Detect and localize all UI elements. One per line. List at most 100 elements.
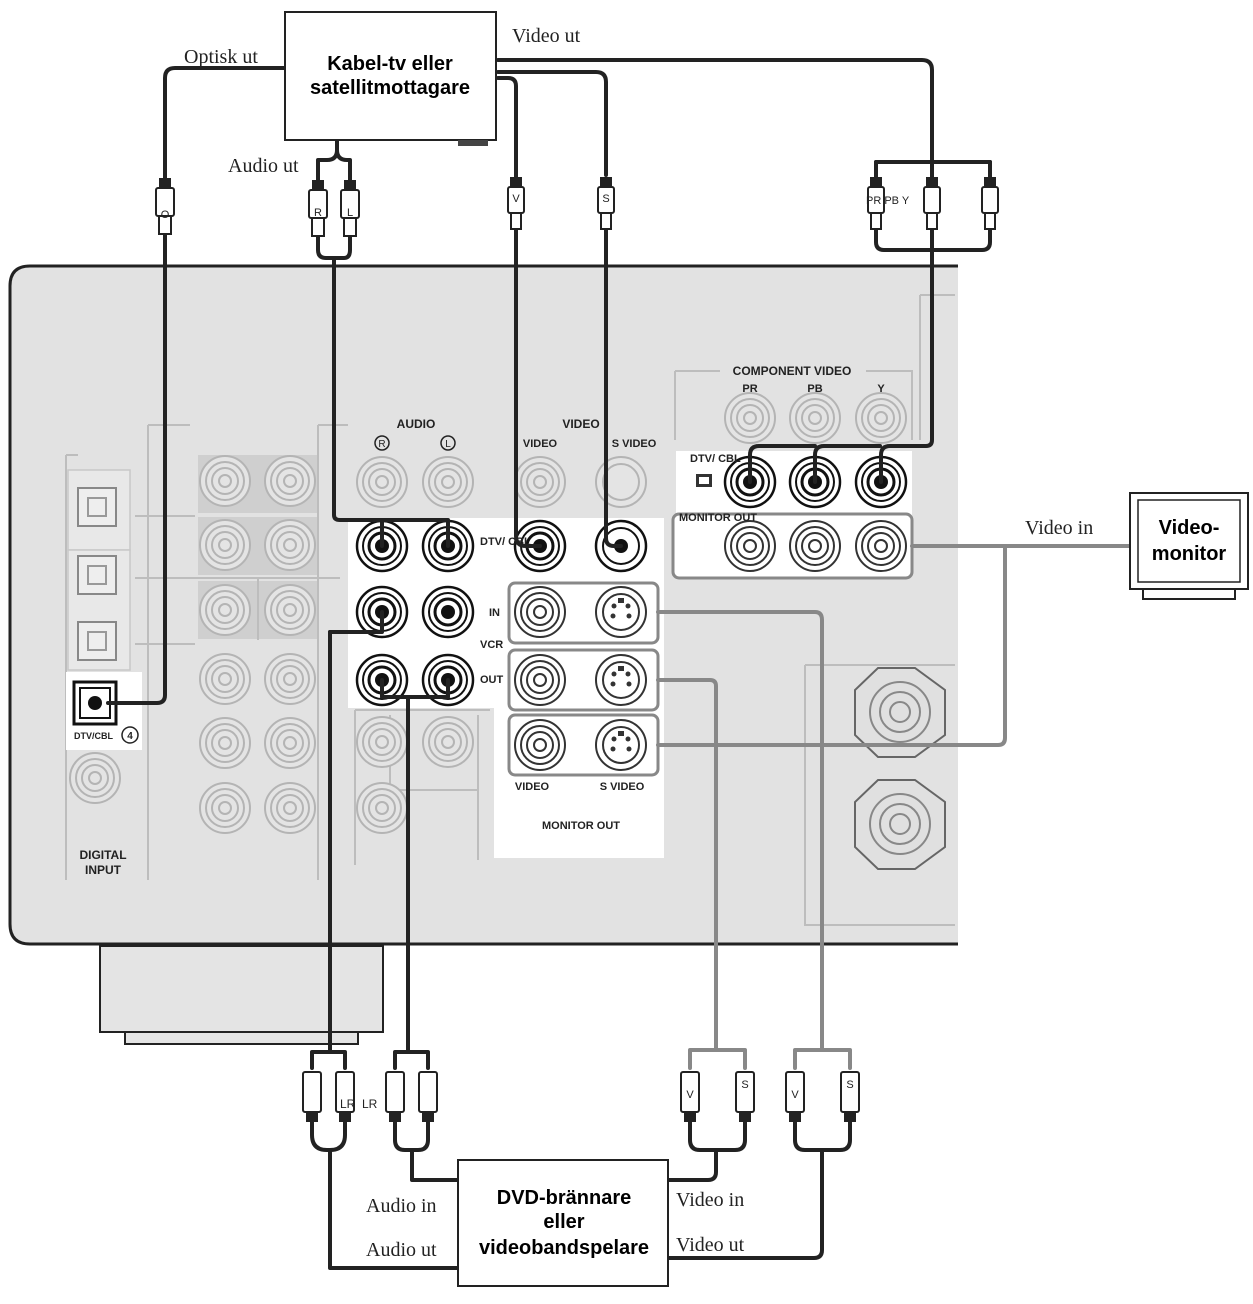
panel-video: VIDEO <box>562 417 599 431</box>
svideo-jack <box>595 456 647 508</box>
panel-audio-r: R <box>378 439 385 450</box>
audio-jack <box>356 716 408 768</box>
audio-jack <box>356 456 408 508</box>
optical-port <box>77 487 117 527</box>
panel-out: OUT <box>480 674 504 686</box>
monitor-name-line1: Video- <box>1159 517 1220 539</box>
plug-letters: O R L V S PR PB Y LR LR V S V S <box>161 193 910 1111</box>
plug-bottom-svideo-2 <box>840 1071 860 1122</box>
optical-port-dtv-cbl <box>72 680 118 726</box>
svideo-jack-vcr-in <box>595 586 647 638</box>
svideo-jack-vcr-out <box>595 654 647 706</box>
component-monitor-pr <box>724 520 776 572</box>
panel-monitor-out: MONITOR OUT <box>542 820 620 832</box>
audio-jack-vcr-in-l <box>421 585 475 639</box>
recorder-name-line1: DVD-brännare <box>497 1187 631 1209</box>
coaxial-jack <box>69 752 121 804</box>
plug-letter-o: O <box>161 209 170 221</box>
audio-jack <box>422 456 474 508</box>
panel-digital-input-2: INPUT <box>85 863 122 877</box>
speaker-terminal <box>854 779 946 870</box>
panel-component-video: COMPONENT VIDEO <box>733 364 852 378</box>
optical-port <box>77 555 117 595</box>
plug-bottom-audio-4 <box>418 1071 438 1122</box>
panel-audio-l: L <box>445 439 451 450</box>
video-jack-vcr-in <box>514 586 566 638</box>
plug-letter-v-bottom-1: V <box>686 1089 694 1101</box>
receiver-rear-panel <box>8 264 958 1045</box>
plug-bottom-video-2 <box>785 1071 805 1122</box>
plug-bottom-audio-2 <box>335 1071 355 1122</box>
panel-audio: AUDIO <box>397 417 436 431</box>
recorder-name-line2: eller <box>543 1211 584 1233</box>
plug-letter-s-bottom-1: S <box>741 1079 748 1091</box>
panel-vcr: VCR <box>480 639 503 651</box>
plug-letter-component: PR PB Y <box>866 195 910 207</box>
panel-y: Y <box>877 383 885 395</box>
plug-audio-r <box>308 180 328 237</box>
speaker-terminal <box>854 667 946 758</box>
panel-comp-dtv-cbl: DTV/ CBL <box>690 453 741 465</box>
monitor-name-line2: monitor <box>1152 543 1227 565</box>
plug-letter-v-bottom-2: V <box>791 1089 799 1101</box>
panel-pr: PR <box>742 383 757 395</box>
plug-letter-s: S <box>602 193 609 205</box>
panel-digital-dtv-cbl: DTV/CBL <box>74 731 113 741</box>
optical-port <box>77 621 117 661</box>
panel-dtv-cbl: DTV/ CBL <box>480 536 531 548</box>
audio-jack <box>356 782 408 834</box>
plug-letter-l: L <box>347 207 353 219</box>
plug-bottom-video-1 <box>680 1071 700 1122</box>
cable-labels: Optisk ut Video ut Audio ut Video in Aud… <box>184 25 1093 1261</box>
label-audio-ut-bottom: Audio ut <box>366 1239 437 1261</box>
recorder-name-line3: videobandspelare <box>479 1237 649 1259</box>
plug-optical <box>155 178 175 235</box>
video-jack-monitor-out <box>514 719 566 771</box>
panel-bottom-video: VIDEO <box>515 781 550 793</box>
panel-svideo-col: S VIDEO <box>612 438 657 450</box>
plug-bottom-svideo-1 <box>735 1071 755 1122</box>
source-name-line1: Kabel-tv eller <box>327 53 453 75</box>
monitor-device: Video- monitor <box>1129 492 1249 600</box>
panel-labels: AUDIO R L VIDEO VIDEO S VIDEO DTV/ CBL I… <box>74 364 885 877</box>
label-audio-in: Audio in <box>366 1195 437 1217</box>
video-jack <box>514 456 566 508</box>
audio-jack <box>422 716 474 768</box>
plug-letter-lr-2: LR <box>362 1097 378 1111</box>
plug-bottom-audio-3 <box>385 1071 405 1122</box>
panel-in: IN <box>489 607 500 619</box>
plug-letter-lr-1: LR <box>340 1097 356 1111</box>
label-optisk-ut: Optisk ut <box>184 46 258 68</box>
plug-bottom-audio-1 <box>302 1071 322 1122</box>
panel-digital-num: 4 <box>127 731 133 742</box>
plug-letter-r: R <box>314 207 322 219</box>
video-jack-vcr-out <box>514 654 566 706</box>
label-video-ut-bottom: Video ut <box>676 1234 745 1256</box>
component-jack-pb <box>789 392 841 444</box>
label-audio-ut-top: Audio ut <box>228 155 299 177</box>
recorder-device: DVD-brännare eller videobandspelare <box>457 1159 669 1287</box>
plug-letter-s-bottom-2: S <box>846 1079 853 1091</box>
panel-pb: PB <box>807 383 822 395</box>
panel-comp-monitor-out: MONITOR OUT <box>679 512 757 524</box>
component-jack-pr <box>724 392 776 444</box>
label-video-in-monitor: Video in <box>1025 517 1093 539</box>
plug-letter-v: V <box>512 193 520 205</box>
source-device: Kabel-tv eller satellitmottagare <box>284 11 497 146</box>
svideo-jack-monitor-out <box>595 719 647 771</box>
component-monitor-pb <box>789 520 841 572</box>
plugs <box>155 176 999 1122</box>
plug-component-pb <box>923 176 941 230</box>
panel-video-col: VIDEO <box>523 438 558 450</box>
panel-digital-input-1: DIGITAL <box>79 848 126 862</box>
label-video-ut-top: Video ut <box>512 25 581 47</box>
source-name-line2: satellitmottagare <box>310 77 470 99</box>
cables <box>106 58 1132 1270</box>
plug-component-y <box>981 176 999 230</box>
panel-bottom-svideo: S VIDEO <box>600 781 645 793</box>
plug-audio-l <box>340 180 360 237</box>
label-video-in-bottom: Video in <box>676 1189 744 1211</box>
component-monitor-y <box>855 520 907 572</box>
component-jack-y <box>855 392 907 444</box>
